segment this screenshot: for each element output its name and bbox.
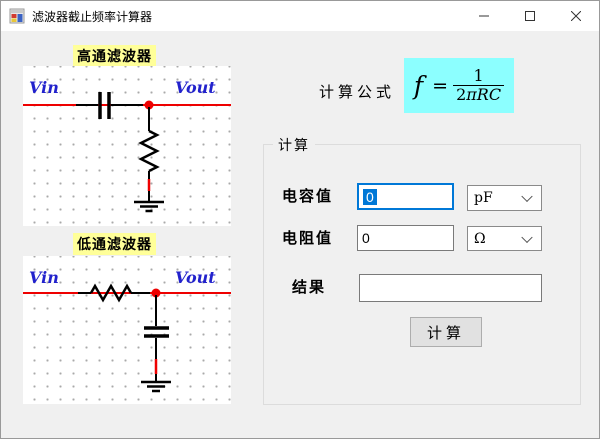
titlebar: 滤波器截止频率计算器: [1, 1, 599, 31]
ground-symbol: [141, 380, 171, 393]
highpass-title: 高通滤波器: [73, 45, 156, 67]
formula-lhs: f: [413, 71, 424, 100]
calc-groupbox: 计算 电容值 0 pF 电阻值 0 Ω 结果 计算: [263, 135, 581, 405]
formula-label: 计算公式: [319, 83, 396, 101]
formula-numerator: 1: [473, 65, 484, 85]
resistor-symbol: [138, 129, 160, 173]
resistor-symbol: [89, 283, 133, 303]
calculate-button[interactable]: 计算: [410, 317, 482, 347]
capacitance-unit-select[interactable]: pF: [467, 185, 542, 211]
chevron-down-icon: [521, 190, 533, 203]
capacitor-symbol: [144, 326, 169, 338]
capacitance-value: 0: [363, 188, 377, 205]
lowpass-title: 低通滤波器: [73, 233, 156, 255]
formula-equals: =: [432, 74, 449, 97]
junction-dot: [144, 100, 154, 110]
lowpass-circuit-svg: [23, 283, 231, 393]
lowpass-vout-label: Vout: [175, 268, 216, 287]
capacitance-unit-value: pF: [474, 190, 493, 206]
resistance-value: 0: [362, 230, 370, 246]
calc-group-label: 计算: [273, 135, 315, 155]
chevron-down-icon: [521, 231, 533, 243]
result-label: 结果: [292, 278, 327, 296]
close-icon: [571, 11, 581, 21]
minimize-icon: [479, 15, 489, 17]
resistance-label: 电阻值: [282, 229, 334, 247]
highpass-circuit-svg: [23, 92, 231, 213]
lowpass-vin-label: Vin: [29, 268, 59, 287]
formula-fraction: 1 2πRC: [453, 65, 505, 105]
close-button[interactable]: [553, 1, 599, 31]
window-title: 滤波器截止频率计算器: [32, 9, 153, 24]
resistance-input[interactable]: 0: [357, 225, 454, 251]
ground-symbol: [134, 200, 164, 213]
formula-denominator: 2πRC: [453, 85, 505, 104]
maximize-button[interactable]: [507, 1, 553, 31]
minimize-button[interactable]: [461, 1, 507, 31]
capacitance-label: 电容值: [282, 187, 334, 205]
highpass-vout-label: Vout: [175, 78, 216, 97]
capacitor-symbol: [98, 92, 111, 119]
junction-dot: [151, 288, 161, 298]
highpass-vin-label: Vin: [29, 78, 59, 97]
highpass-diagram: Vin Vout: [23, 66, 231, 226]
resistance-unit-select[interactable]: Ω: [467, 226, 542, 251]
maximize-icon: [525, 11, 535, 21]
formula-display: f = 1 2πRC: [404, 58, 514, 113]
app-icon: [9, 8, 25, 24]
capacitance-input[interactable]: 0: [357, 183, 454, 210]
resistance-unit-value: Ω: [474, 230, 486, 247]
result-input[interactable]: [359, 274, 542, 302]
lowpass-diagram: Vin Vout: [23, 256, 231, 404]
